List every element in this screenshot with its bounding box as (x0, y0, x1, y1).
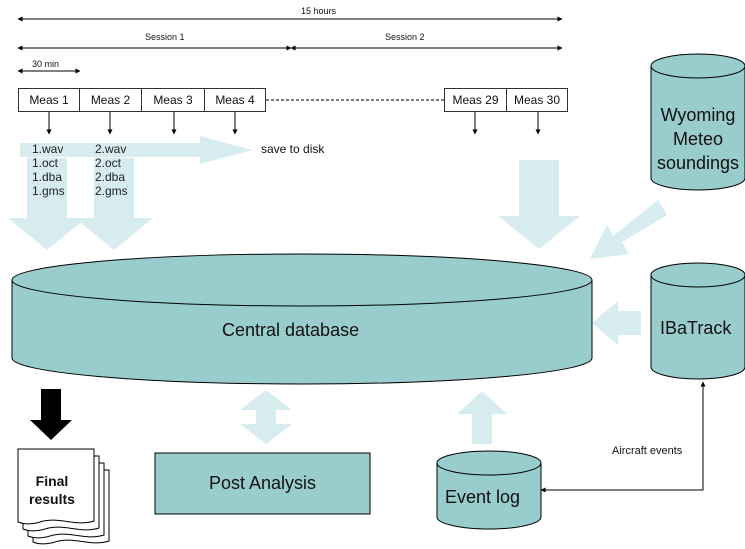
save-to-disk-label: save to disk (261, 142, 325, 156)
final-results-black-arrow (30, 389, 72, 440)
save-to-disk-arrow (20, 136, 252, 164)
meas-box-4: Meas 4 (204, 88, 266, 112)
aircraft-events-connector (540, 381, 706, 493)
wyoming-label: Wyoming Meteo soundings (651, 103, 745, 175)
central-database-label: Central database (222, 320, 360, 340)
interval-label: 30 min (32, 59, 60, 69)
file-item: 2.wav (95, 142, 127, 156)
meas-box-3: Meas 3 (141, 88, 205, 112)
post-analysis-label: Post Analysis (209, 473, 317, 493)
final-results-label: Final results (18, 472, 86, 508)
file-item: 2.dba (95, 170, 126, 184)
meas2-to-db-arrow (75, 158, 153, 250)
file-item: 2.gms (95, 184, 128, 198)
session2-label: Session 2 (385, 32, 425, 42)
wyoming-label-line: Wyoming (660, 105, 736, 125)
wyoming-cylinder (650, 53, 745, 191)
file-item: 2.oct (95, 156, 122, 170)
post-analysis-box (154, 452, 371, 515)
session1-label: Session 1 (145, 32, 185, 42)
final-results-document-stack (17, 448, 110, 545)
aircraft-events-label: Aircraft events (612, 445, 683, 457)
ibatrack-to-db-arrow (592, 301, 641, 345)
meas-box-29: Meas 29 (444, 88, 507, 112)
file-item: 1.wav (32, 142, 64, 156)
post-analysis-db-arrow (240, 390, 292, 444)
wyoming-to-db-arrow (590, 200, 667, 259)
file-item: 1.dba (32, 170, 63, 184)
meas1-to-db-arrow (8, 158, 86, 250)
meas-box-2: Meas 2 (79, 88, 142, 112)
central-database-cylinder (11, 253, 593, 385)
file-item: 1.oct (32, 156, 59, 170)
meas-box-30: Meas 30 (506, 88, 568, 112)
meas-box-1: Meas 1 (18, 88, 80, 112)
meas1-file-list: 1.wav 1.oct 1.dba 1.gms (32, 142, 65, 198)
file-item: 1.gms (32, 184, 65, 198)
final-results-label-line: Final (35, 473, 69, 489)
final-results-label-line: results (29, 491, 75, 507)
meas30-to-db-arrow (498, 160, 580, 249)
total-duration-label: 15 hours (301, 6, 337, 16)
ibatrack-cylinder (650, 262, 745, 380)
ibatrack-label: IBaTrack (660, 318, 732, 338)
meas2-file-list: 2.wav 2.oct 2.dba 2.gms (95, 142, 128, 198)
wyoming-label-line: soundings (656, 153, 740, 173)
event-log-label: Event log (445, 487, 521, 507)
eventlog-to-db-arrow (457, 391, 507, 444)
wyoming-label-line: Meteo (672, 129, 724, 149)
